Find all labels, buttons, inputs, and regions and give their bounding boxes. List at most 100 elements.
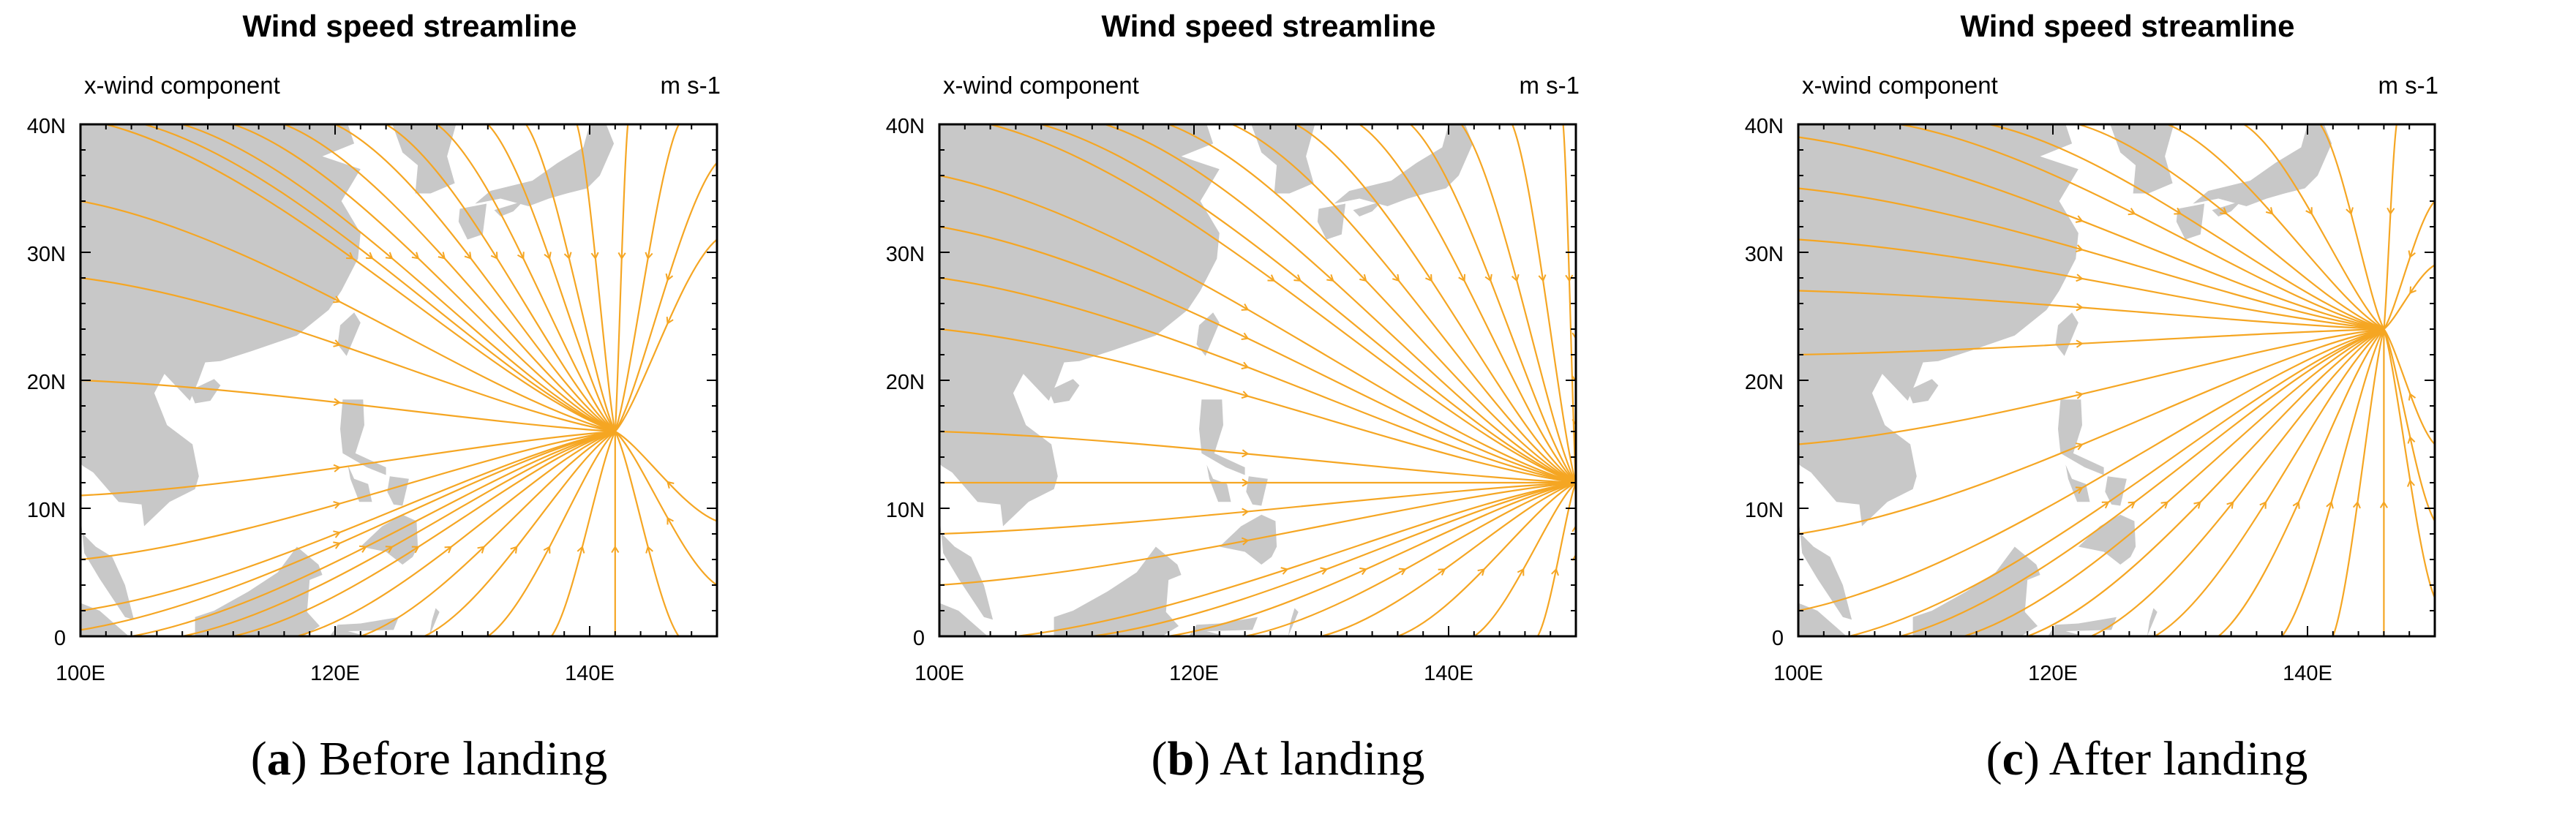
streamline-arrow xyxy=(666,516,674,525)
map-area xyxy=(1797,123,2436,638)
streamline-arrow xyxy=(2226,501,2234,509)
streamline xyxy=(2154,328,2385,636)
streamline-arrow xyxy=(2076,339,2084,348)
sumatra xyxy=(1798,603,1847,636)
hainan xyxy=(1048,379,1080,404)
left-label: x-wind component xyxy=(1802,72,1998,99)
caption-letter: a xyxy=(266,732,291,785)
panel-caption: (a) Before landing xyxy=(250,732,608,785)
panel-b: Wind speed streamline x-wind component m… xyxy=(859,0,1717,814)
streamline xyxy=(105,124,616,433)
streamline xyxy=(1231,124,1576,483)
lon-labels: 100E 120E 140E xyxy=(1773,662,2332,685)
panel-b-figure: Wind speed streamline x-wind component m… xyxy=(886,9,1580,685)
japan-shikoku xyxy=(2212,201,2242,216)
streamline-arrow xyxy=(645,252,653,260)
caption-letter: c xyxy=(2002,732,2024,785)
streamline-arrow xyxy=(1565,274,1574,282)
borneo xyxy=(1054,546,1182,636)
japan-shikoku xyxy=(494,201,524,216)
streamline-arrow xyxy=(2326,500,2334,509)
japan-kyushu xyxy=(1317,203,1346,240)
right-label: m s-1 xyxy=(2378,72,2439,99)
streamline xyxy=(80,430,615,561)
streamline-arrow xyxy=(1392,274,1400,282)
streamline xyxy=(1849,328,2384,636)
streamline-arrow xyxy=(333,501,342,509)
malay-peninsula xyxy=(939,514,994,620)
streamline xyxy=(2383,328,2435,522)
streamline-arrow xyxy=(1320,567,1329,575)
streamline xyxy=(1473,482,1576,636)
map-content xyxy=(1798,124,2435,636)
streamline-arrow xyxy=(544,252,552,260)
streamline-arrow xyxy=(1571,375,1576,383)
hainan xyxy=(1907,379,1939,404)
streamline-arrow xyxy=(617,252,626,260)
streamline-arrow xyxy=(1538,274,1547,282)
streamline-arrow xyxy=(1326,274,1334,282)
panel-a-figure: Wind speed streamline x-wind component m… xyxy=(27,9,721,685)
japan-honshu xyxy=(475,124,615,206)
streamline xyxy=(2332,328,2385,636)
streamline xyxy=(2383,200,2435,330)
streamline xyxy=(487,431,616,636)
lat-label: 40N xyxy=(27,115,66,138)
streamline-arrow xyxy=(577,545,585,554)
streamline xyxy=(80,276,615,433)
samar-leyte xyxy=(387,476,409,506)
streamline xyxy=(1511,124,1576,483)
japan-honshu xyxy=(2193,124,2332,206)
streamline-arrow xyxy=(1293,274,1302,282)
lat-label: 10N xyxy=(886,499,925,522)
taiwan xyxy=(1196,312,1220,356)
streamline-arrow xyxy=(590,252,599,260)
panel-c-figure: Wind speed streamline x-wind component m… xyxy=(1745,9,2439,685)
luzon xyxy=(1199,399,1245,475)
streamline-arrow xyxy=(2407,436,2416,444)
streamline-arrow xyxy=(333,398,342,407)
streamline-arrow xyxy=(1484,274,1492,282)
streamline-arrow xyxy=(1398,568,1407,576)
streamline xyxy=(939,481,1576,535)
streamline xyxy=(2383,124,2397,330)
streamline xyxy=(614,124,680,432)
streamline-arrow xyxy=(1241,304,1250,311)
luzon xyxy=(340,399,386,475)
streamline xyxy=(1798,187,2384,331)
streamline xyxy=(80,379,615,433)
streamline xyxy=(1460,124,1576,483)
mindanao xyxy=(2078,514,2136,565)
taiwan xyxy=(337,312,361,356)
streamline-arrow xyxy=(477,546,485,554)
panel-title: Wind speed streamline xyxy=(1101,9,1435,43)
streamline-arrow xyxy=(438,252,446,260)
streamline xyxy=(2383,328,2435,598)
streamline xyxy=(939,276,1576,484)
streamline-arrow xyxy=(1511,274,1520,282)
borneo xyxy=(195,546,323,636)
streamline-arrow xyxy=(666,317,674,325)
streamline-arrow xyxy=(2075,442,2084,451)
streamline-arrow xyxy=(2379,500,2388,508)
streamline xyxy=(1963,328,2384,636)
streamline-arrow xyxy=(1458,274,1465,282)
streamline xyxy=(990,124,1576,484)
ticks xyxy=(939,124,1577,637)
streamline xyxy=(2078,124,2384,331)
streamline xyxy=(233,124,616,432)
streamline xyxy=(233,430,616,636)
streamline-arrow xyxy=(2174,207,2182,215)
lon-label: 140E xyxy=(2283,662,2332,685)
streamline xyxy=(614,162,717,432)
streamline xyxy=(2243,124,2385,330)
map-content xyxy=(80,124,717,636)
lon-label: 100E xyxy=(56,662,105,685)
streamline xyxy=(181,124,616,433)
streamline xyxy=(1168,124,1576,483)
streamline xyxy=(1359,124,1576,483)
samar-leyte xyxy=(2105,476,2127,506)
lon-label: 120E xyxy=(2028,662,2078,685)
panel-title: Wind speed streamline xyxy=(242,9,577,43)
streamline-arrow xyxy=(2220,207,2228,215)
